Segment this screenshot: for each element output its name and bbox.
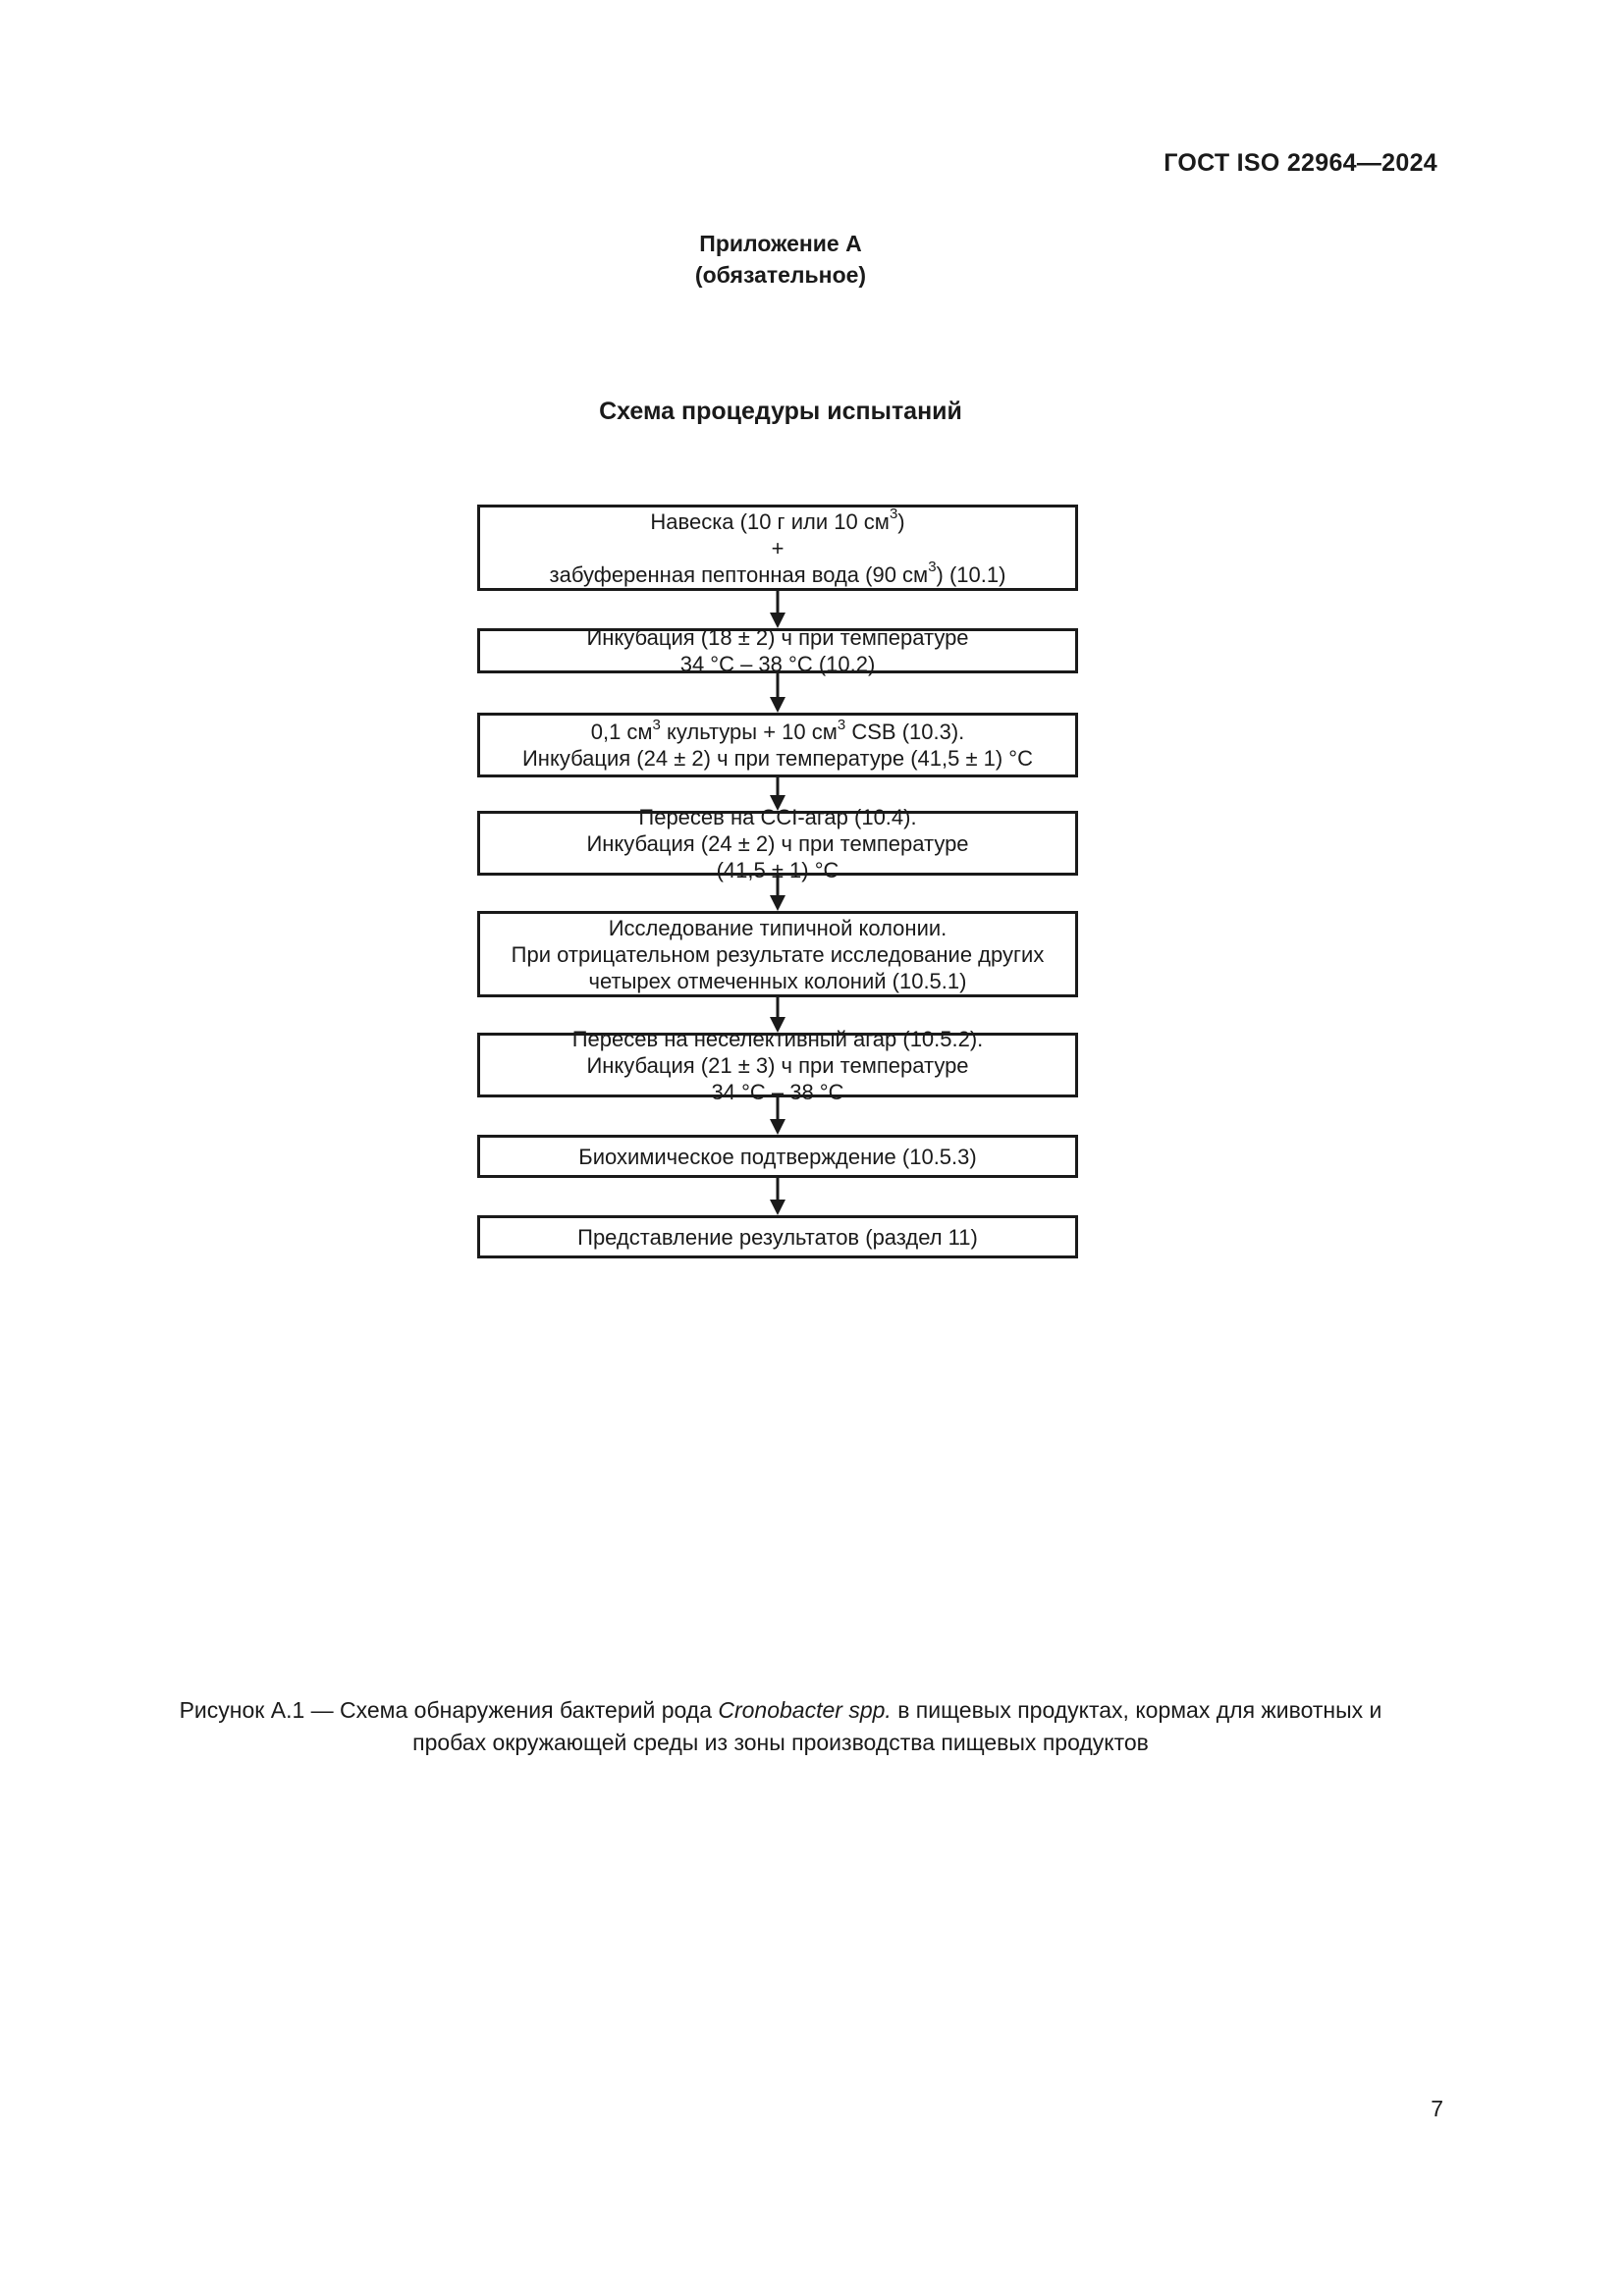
step-text: Инкубация (24 ± 2) ч при температуре xyxy=(586,830,969,856)
flow-arrow xyxy=(770,673,785,713)
step-text: Пересев на CCI-агар (10.4). xyxy=(638,804,917,829)
annex-title: Приложение А xyxy=(699,231,862,256)
flowchart-step-line: При отрицательном результате исследовани… xyxy=(512,941,1045,968)
step-text: забуференная пептонная вода (90 см xyxy=(549,561,929,587)
step-text: CSB (10.3). xyxy=(845,720,965,744)
arrow-head xyxy=(770,613,785,628)
annex-status: (обязательное) xyxy=(694,262,867,288)
step-text: ) (10.1) xyxy=(936,561,1006,587)
arrow-head xyxy=(770,1119,785,1135)
arrow-head xyxy=(770,1200,785,1215)
step-text: Навеска (10 г или 10 см xyxy=(650,508,890,534)
step-text: + xyxy=(771,535,785,561)
caption-text-end: в пищевых продуктах, кормах для животных… xyxy=(891,1697,1382,1723)
flowchart-step-line: Биохимическое подтверждение (10.5.3) xyxy=(578,1144,976,1170)
superscript: 3 xyxy=(889,506,898,523)
flowchart-step-line: 34 °С – 38 °С (10.2) xyxy=(680,651,876,677)
flow-arrow xyxy=(770,876,785,911)
superscript: 3 xyxy=(928,559,937,576)
step-text: Пересев на неселективный агар (10.5.2). xyxy=(571,1026,984,1051)
superscript: 3 xyxy=(837,716,846,733)
flowchart-step-line: Исследование типичной колонии. xyxy=(609,915,947,941)
caption-line-1: Рисунок А.1 — Схема обнаружения бактерий… xyxy=(108,1694,1453,1727)
flow-arrow xyxy=(770,1097,785,1135)
flowchart-step-line: Пересев на CCI-агар (10.4). xyxy=(638,804,916,830)
arrow-head xyxy=(770,1017,785,1033)
step-text: Инкубация (18 ± 2) ч при температуре xyxy=(586,625,969,650)
flow-arrow xyxy=(770,591,785,628)
flowchart: Навеска (10 г или 10 см3)+забуференная п… xyxy=(477,505,1078,1258)
scheme-title: Схема процедуры испытаний xyxy=(599,398,962,425)
page-number: 7 xyxy=(1431,2096,1443,2121)
flow-arrow xyxy=(770,777,785,811)
caption-genus-name: Cronobacter spp. xyxy=(718,1697,892,1723)
arrow-head xyxy=(770,895,785,911)
step-text: четырех отмеченных колоний (10.5.1) xyxy=(588,968,967,993)
step-text: ) xyxy=(897,508,905,534)
flowchart-step-line: Навеска (10 г или 10 см3) xyxy=(650,506,905,535)
flowchart-step-line: 0,1 см3 культуры + 10 см3 CSB (10.3). xyxy=(590,716,965,745)
step-text: 0,1 см xyxy=(590,720,653,744)
flowchart-step: Исследование типичной колонии.При отрица… xyxy=(477,911,1078,997)
caption-line-2: пробах окружающей среды из зоны производ… xyxy=(412,1730,1149,1755)
flowchart-step-line: + xyxy=(772,535,785,561)
flowchart-step: 0,1 см3 культуры + 10 см3 CSB (10.3).Инк… xyxy=(477,713,1078,777)
step-text: Исследование типичной колонии. xyxy=(608,915,947,940)
superscript: 3 xyxy=(652,716,661,733)
step-text: Представление результатов (раздел 11) xyxy=(577,1224,978,1250)
flowchart-step-line: Инкубация (24 ± 2) ч при температуре (41… xyxy=(522,745,1033,772)
step-text: культуры + 10 см xyxy=(660,720,838,744)
arrow-head xyxy=(770,697,785,713)
flowchart-step: Пересев на CCI-агар (10.4).Инкубация (24… xyxy=(477,805,1078,882)
step-text: Биохимическое подтверждение (10.5.3) xyxy=(578,1144,977,1169)
flowchart-step: Биохимическое подтверждение (10.5.3) xyxy=(477,1135,1078,1178)
flow-arrow xyxy=(770,1178,785,1215)
arrow-head xyxy=(770,795,785,811)
flowchart-step-line: Инкубация (21 ± 3) ч при температуре xyxy=(586,1052,968,1079)
step-text: Инкубация (21 ± 3) ч при температуре xyxy=(586,1052,969,1078)
flowchart-step-line: забуференная пептонная вода (90 см3) (10… xyxy=(549,559,1006,588)
caption-text-start: Рисунок А.1 — Схема обнаружения бактерий… xyxy=(179,1697,719,1723)
flow-arrow xyxy=(770,997,785,1033)
flowchart-step-line: Инкубация (24 ± 2) ч при температуре xyxy=(586,830,968,857)
figure-caption: Рисунок А.1 — Схема обнаружения бактерий… xyxy=(108,1694,1453,1759)
flowchart-step: Представление результатов (раздел 11) xyxy=(477,1215,1078,1258)
flowchart-step: Навеска (10 г или 10 см3)+забуференная п… xyxy=(477,505,1078,591)
flowchart-step-line: четырех отмеченных колоний (10.5.1) xyxy=(589,968,967,994)
annex-heading: Приложение А (обязательное) xyxy=(0,228,1561,291)
step-text: 34 °С – 38 °С (10.2) xyxy=(679,652,876,676)
flowchart-step-line: Инкубация (18 ± 2) ч при температуре xyxy=(586,624,968,651)
step-text: Инкубация (24 ± 2) ч при температуре (41… xyxy=(521,746,1033,771)
standard-code: ГОСТ ISO 22964—2024 xyxy=(1164,149,1437,177)
flowchart-step: Пересев на неселективный агар (10.5.2).И… xyxy=(477,1027,1078,1104)
flowchart-step-line: Пересев на неселективный агар (10.5.2). xyxy=(572,1026,984,1052)
flowchart-step-line: Представление результатов (раздел 11) xyxy=(577,1224,978,1251)
step-text: При отрицательном результате исследовани… xyxy=(511,941,1045,967)
